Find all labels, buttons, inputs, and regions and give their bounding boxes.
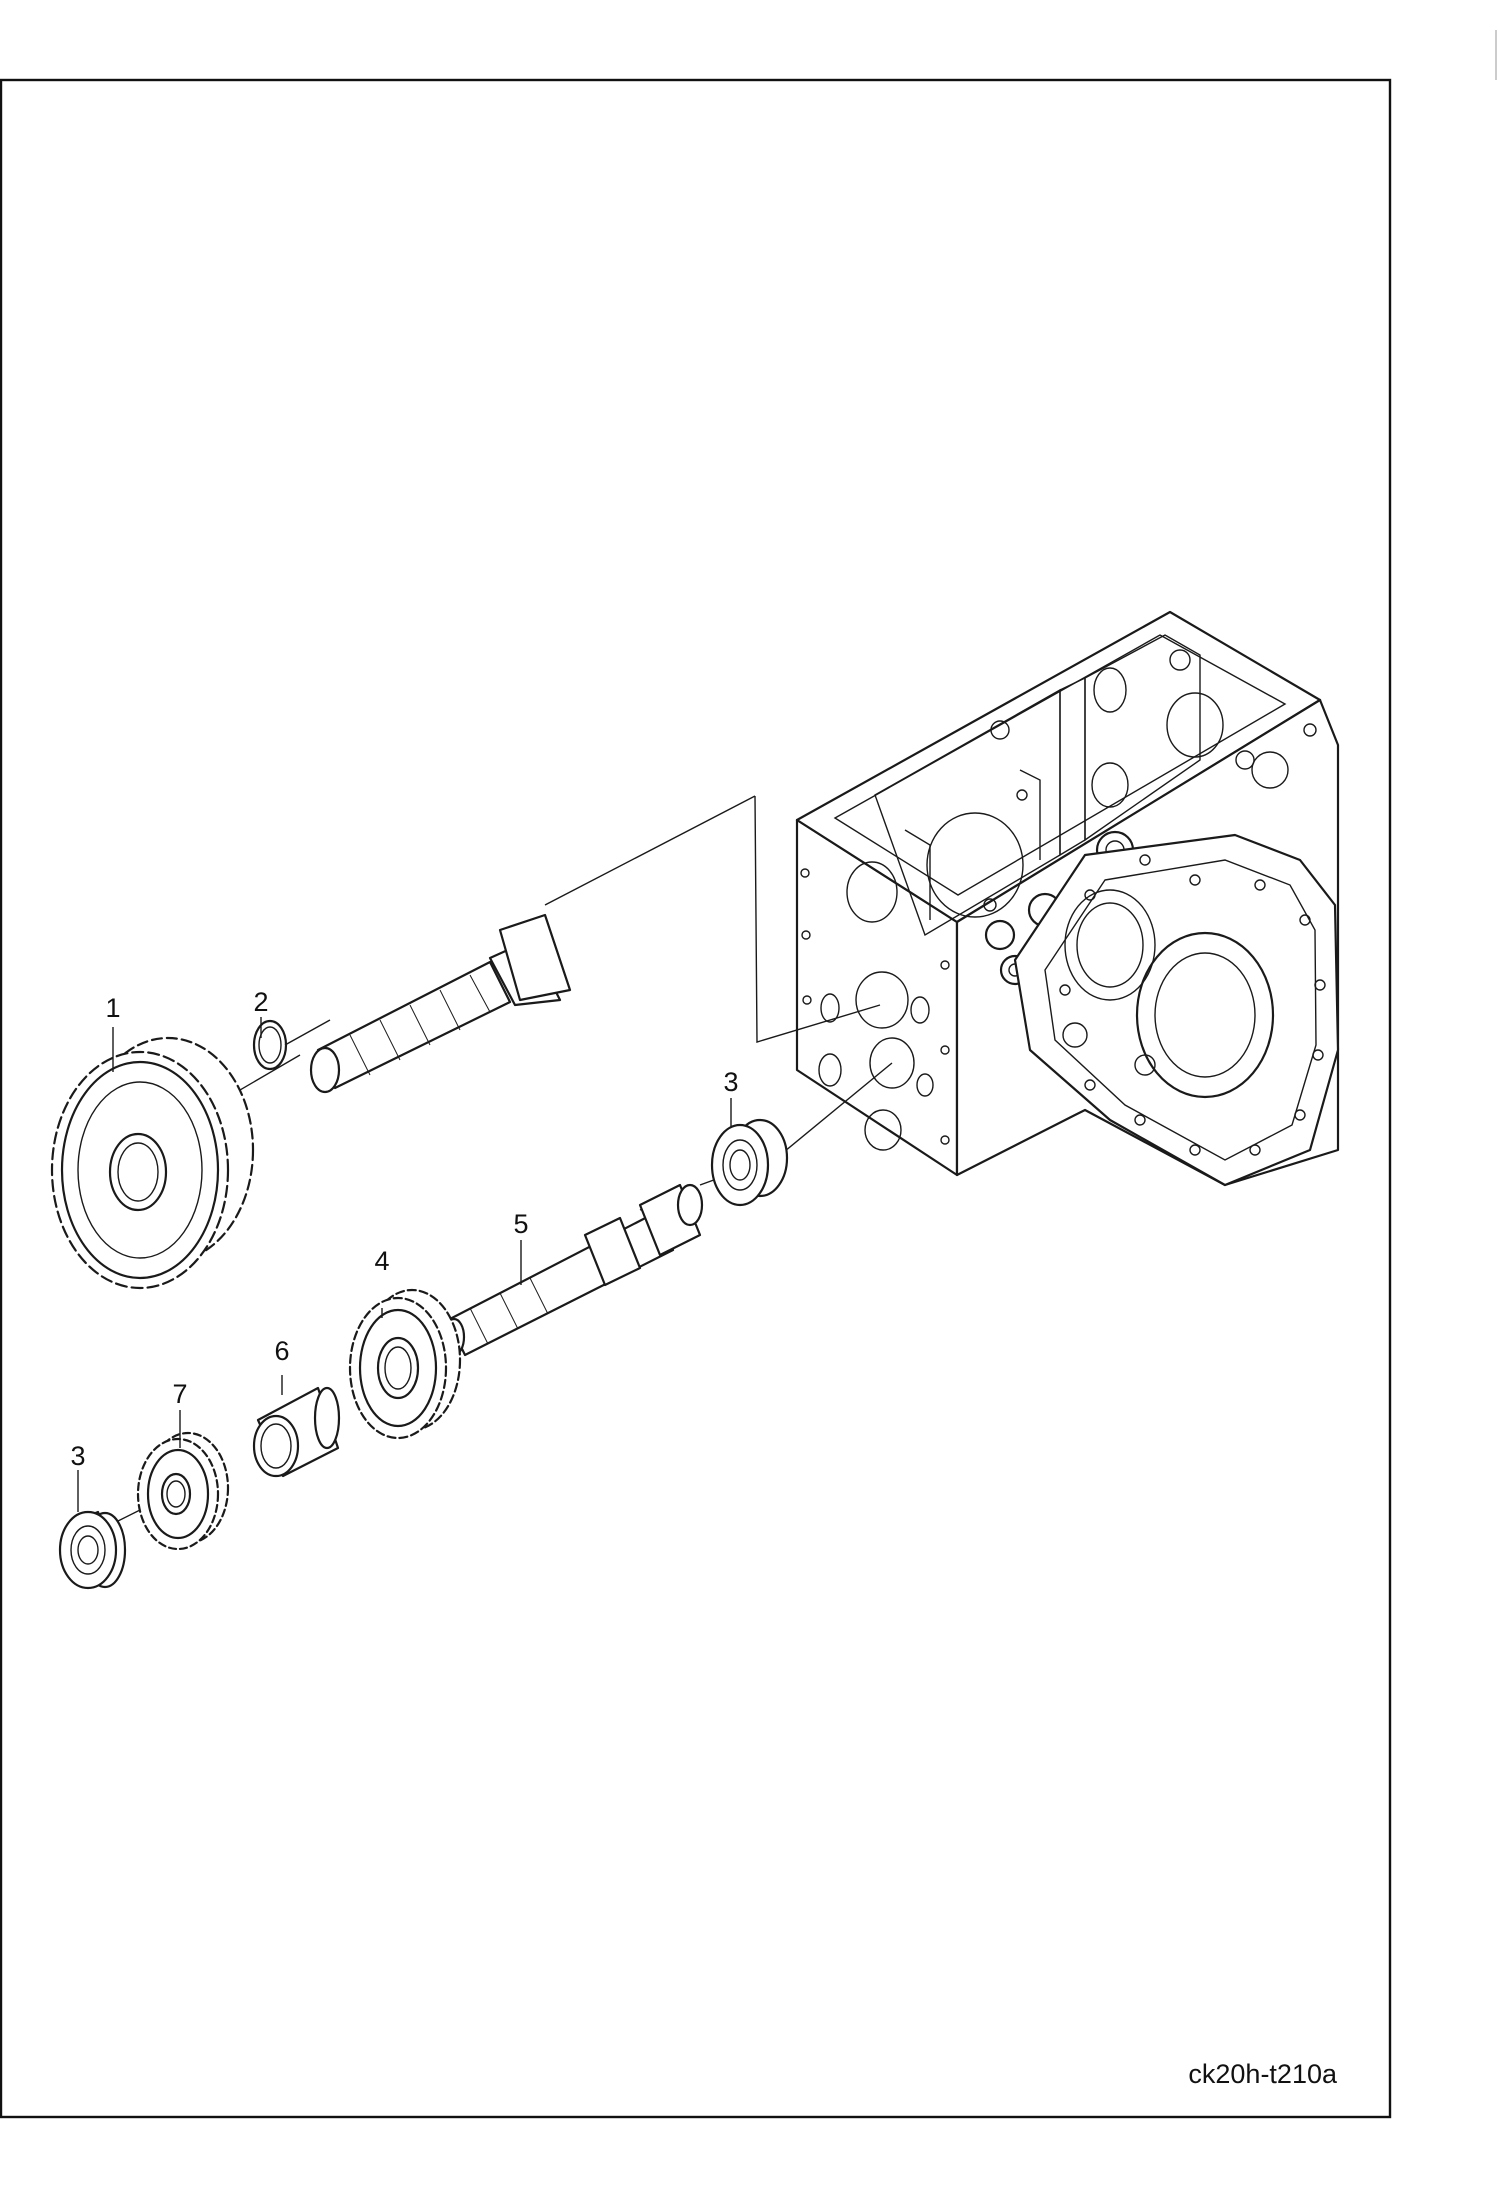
- drawing-code: ck20h-t210a: [1188, 2059, 1338, 2089]
- transmission-housing: [795, 610, 1340, 1187]
- callout-5: 5: [513, 1209, 528, 1239]
- callout-4: 4: [374, 1246, 389, 1276]
- part-5-shaft: [442, 1183, 704, 1357]
- callout-1: 1: [105, 993, 120, 1023]
- callout-3-lower: 3: [70, 1441, 85, 1471]
- part-2-snap-ring: [252, 1019, 288, 1071]
- part-3-bearing-upper: [710, 1118, 789, 1207]
- drawing-frame: [0, 78, 1392, 2119]
- part-4-spur-gear: [348, 1288, 462, 1440]
- callout-6: 6: [274, 1336, 289, 1366]
- callout-7: 7: [172, 1379, 187, 1409]
- callout-3-upper: 3: [723, 1067, 738, 1097]
- callout-leaders: [77, 1017, 732, 1512]
- callout-2: 2: [253, 987, 268, 1017]
- pinion-shaft: [309, 913, 572, 1094]
- part-3-bearing-lower: [58, 1510, 127, 1590]
- part-1-double-gear: [50, 1036, 255, 1290]
- part-7-small-gear: [136, 1431, 230, 1551]
- part-6-collar: [252, 1386, 341, 1478]
